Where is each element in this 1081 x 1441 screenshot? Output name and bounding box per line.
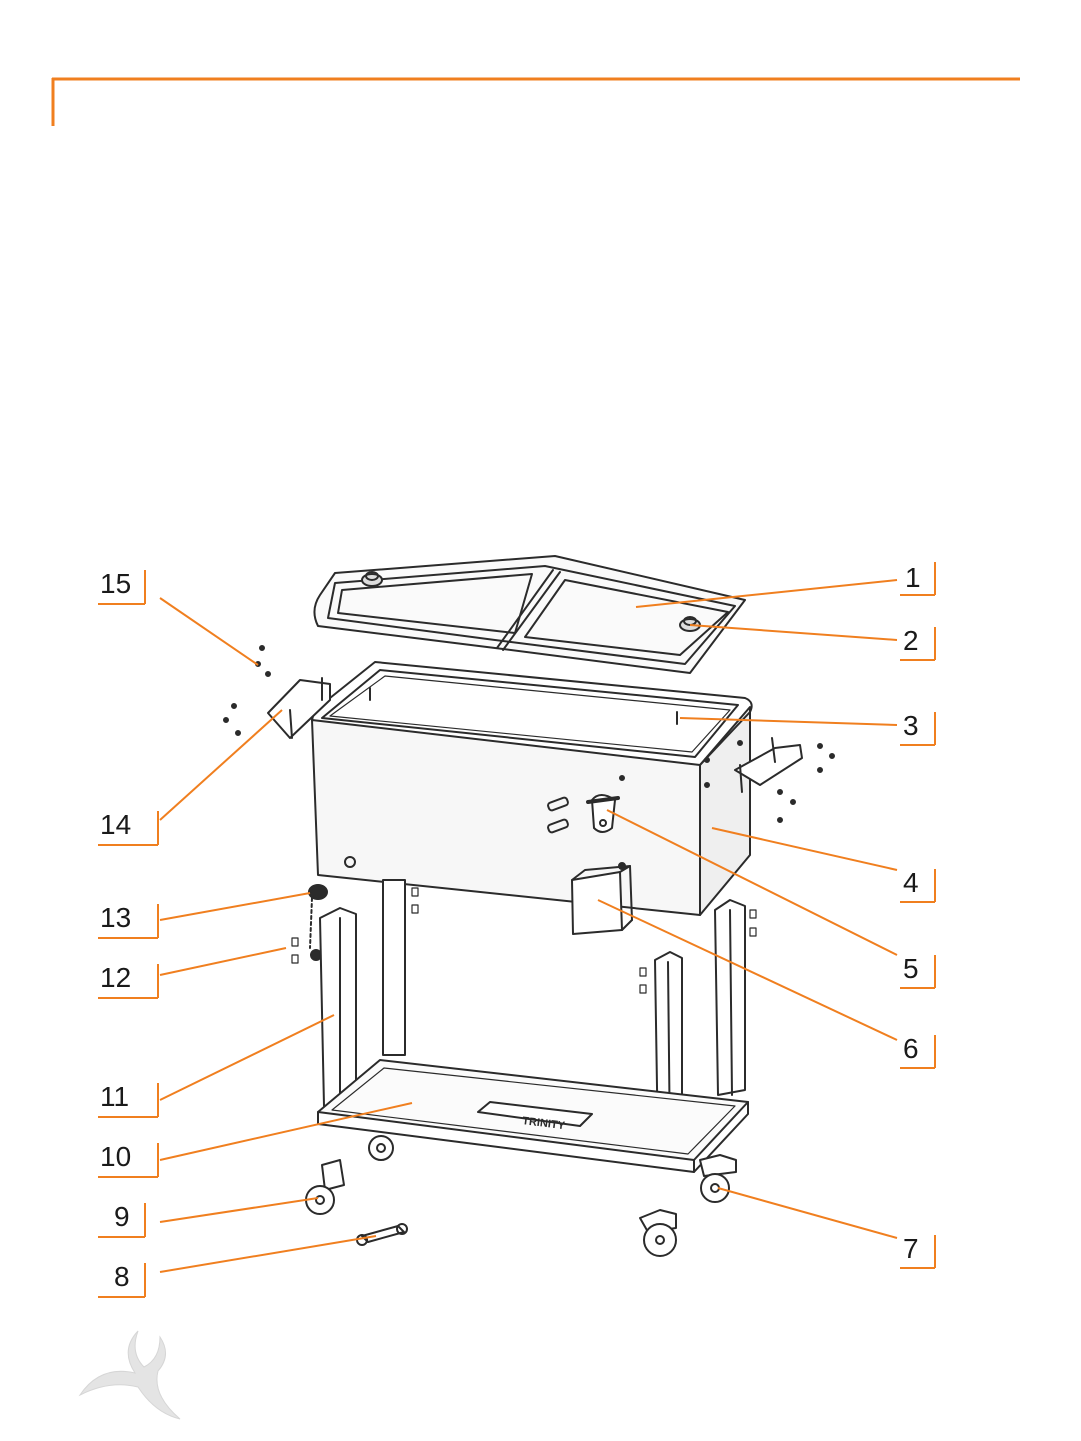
cooler-body (312, 662, 752, 915)
callouts: 1 2 3 4 5 6 7 8 9 10 11 12 13 14 15 (98, 562, 935, 1297)
trinity-swirl-logo-icon (60, 1325, 190, 1425)
wrench (357, 1224, 407, 1245)
svg-text:2: 2 (903, 625, 919, 656)
svg-text:11: 11 (100, 1081, 129, 1112)
callout-5: 5 (900, 953, 935, 988)
callout-8: 8 (98, 1261, 145, 1297)
callout-9: 9 (98, 1201, 145, 1237)
svg-text:5: 5 (903, 953, 919, 984)
svg-text:8: 8 (114, 1261, 130, 1292)
svg-text:7: 7 (903, 1233, 919, 1264)
svg-text:6: 6 (903, 1033, 919, 1064)
svg-text:1: 1 (905, 562, 921, 593)
callout-7: 7 (900, 1233, 935, 1268)
callout-6: 6 (900, 1033, 935, 1068)
callout-13: 13 (98, 902, 158, 938)
svg-text:13: 13 (100, 902, 131, 933)
callout-11: 11 (98, 1081, 158, 1117)
svg-text:12: 12 (100, 962, 131, 993)
callout-1: 1 (900, 562, 935, 595)
callout-12: 12 (98, 962, 158, 998)
callout-10: 10 (98, 1141, 158, 1177)
callout-2: 2 (900, 625, 935, 660)
callout-15: 15 (98, 568, 145, 604)
svg-text:4: 4 (903, 867, 919, 898)
svg-text:14: 14 (100, 809, 131, 840)
svg-text:3: 3 (903, 710, 919, 741)
callout-3: 3 (900, 710, 935, 745)
svg-text:15: 15 (100, 568, 131, 599)
callout-14: 14 (98, 809, 158, 845)
lid (314, 556, 745, 673)
svg-text:10: 10 (100, 1141, 131, 1172)
callout-4: 4 (900, 867, 935, 902)
svg-text:9: 9 (114, 1201, 130, 1232)
